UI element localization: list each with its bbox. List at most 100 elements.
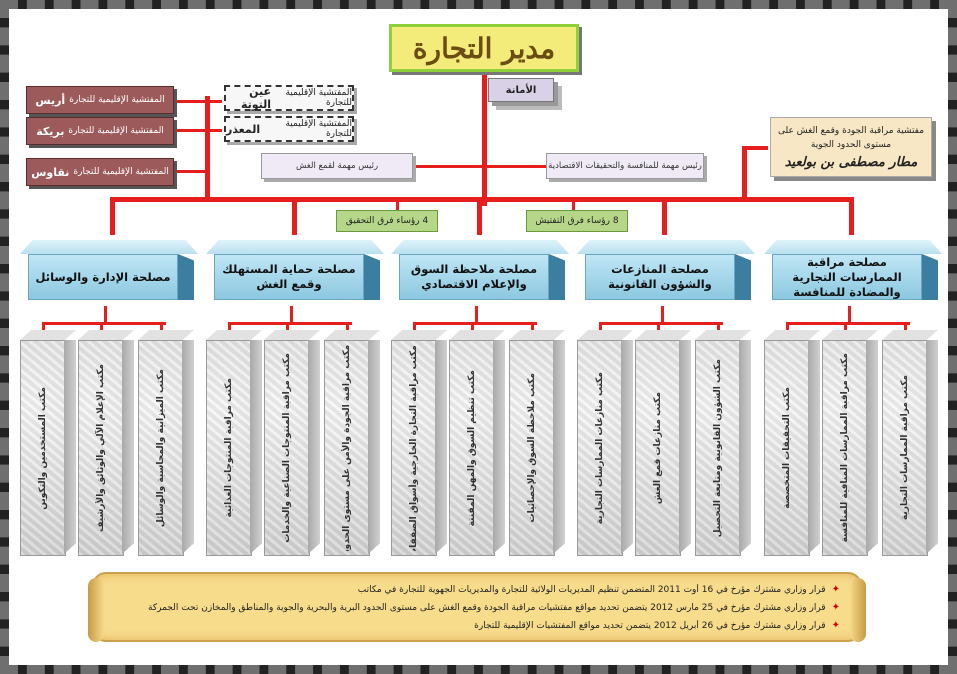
connector-representatives (414, 165, 546, 168)
office-label: مكتب الميزانية والمحاسبة والوسائل (155, 368, 166, 528)
connector-office-stem (290, 306, 293, 324)
secretariat-label: الأمانة (505, 84, 537, 96)
regional-name: عين التوتة (240, 85, 272, 111)
department-3: مصلحة ملاحظة السوق والإعلام الاقتصادي (391, 240, 569, 306)
frontier-inspection: مفتشية مراقبة الجودة وقمع الغش على مستوى… (770, 117, 932, 177)
connector-frontier-vertical (742, 148, 747, 200)
frontier-line2: مستوى الحدود الجوية (810, 140, 892, 150)
connector-dept-5 (849, 197, 854, 235)
connector-office-drop (413, 322, 416, 334)
department-title: مصلحة حماية المستهلك وقمع الغش (214, 254, 364, 300)
regional-inspection-dashed-2: المفتشية الإقليمية للتجارة المعذر (224, 116, 354, 142)
connector-regional-2 (176, 129, 222, 132)
connector-director-trunk (482, 72, 487, 206)
connector-dept-2 (292, 197, 297, 235)
connector-office-stem (475, 306, 478, 324)
office-label: مكتب تنظيم السوق والمهن المقننة (466, 369, 477, 527)
secretariat-box: الأمانة (488, 78, 554, 102)
star-icon: ✦ (831, 584, 840, 595)
connector-office-drop (599, 322, 602, 334)
office-label: مكتب ملاحظة السوق والإحصائيات (526, 373, 537, 523)
team-investigation: 4 رؤساء فرق التحقيق (336, 210, 438, 232)
connector-dept-1 (110, 197, 115, 235)
representative-fraud: رئيس مهمة لقمع الغش (261, 153, 413, 179)
office-label: مكتب منازعات قمع الغش (652, 391, 663, 505)
connector-office-drop (717, 322, 720, 334)
office-box: مكتب ملاحظة السوق والإحصائيات (509, 330, 565, 556)
connector-office-stem (104, 306, 107, 324)
note-2: ✦ قرار وزاري مشترك مؤرخ في 25 مارس 2012 ي… (120, 602, 840, 613)
notes-scroll: ✦ قرار وزاري مشترك مؤرخ في 16 أوت 2011 ال… (88, 572, 866, 642)
connector-office-drop (160, 322, 163, 334)
office-box: مكتب الشؤون القانونية ومتابعة التحصيل (695, 330, 751, 556)
regional-prefix: المفتشية الإقليمية للتجارة (68, 126, 164, 136)
office-label: مكتب الشؤون القانونية ومتابعة التحصيل (712, 358, 723, 538)
department-5: مصلحة الإدارة والوسائل (20, 240, 198, 306)
connector-main-bus (110, 197, 854, 202)
department-title: مصلحة الإدارة والوسائل (28, 254, 178, 300)
connector-office-stem (848, 306, 851, 324)
frontier-line1: مفتشية مراقبة الجودة وقمع الغش على (777, 126, 925, 136)
star-icon: ✦ (831, 602, 840, 613)
regional-prefix: المفتشية الإقليمية للتجارة (285, 88, 352, 108)
regional-prefix: المفتشية الإقليمية للتجارة (69, 95, 165, 105)
note-text: قرار وزاري مشترك مؤرخ في 25 مارس 2012 يت… (148, 603, 826, 613)
connector-office-drop (42, 322, 45, 334)
office-label: مكتب التحقيقات المتخصصة (781, 387, 792, 509)
regional-prefix: المفتشية الإقليمية للتجارة (285, 119, 352, 139)
department-2: مصلحة المنازعات والشؤون القانونية (577, 240, 755, 306)
department-title: مصلحة المنازعات والشؤون القانونية (585, 254, 735, 300)
director-box: مدير التجارة (389, 24, 579, 72)
connector-office-drop (100, 322, 103, 334)
connector-dept-4 (662, 197, 667, 235)
regional-name: المعذر (226, 122, 261, 136)
representative-label: رئيس مهمة للمنافسة والتحقيقات الاقتصادية (548, 161, 702, 171)
office-label: مكتب مراقبة الممارسات التجارية (899, 375, 910, 521)
note-text: قرار وزاري مشترك مؤرخ في 26 أبريل 2012 ي… (474, 621, 826, 631)
connector-office-stem (661, 306, 664, 324)
connector-frontier-horizontal (742, 146, 768, 150)
office-box: مكتب منازعات قمع الغش (635, 330, 691, 556)
office-box: مكتب مراقبة المنتوجات الغذائية (206, 330, 262, 556)
note-1: ✦ قرار وزاري مشترك مؤرخ في 16 أوت 2011 ال… (120, 584, 840, 595)
director-label: مدير التجارة (412, 31, 556, 65)
star-icon: ✦ (831, 620, 840, 631)
connector-office-drop (904, 322, 907, 334)
team-inspection: 8 رؤساء فرق التفتيش (526, 210, 628, 232)
frontier-name: مطار مصطفى بن بولعيد (784, 155, 918, 170)
regional-name: بريكة (36, 124, 65, 138)
office-label: مكتب منازعات الممارسات التجارية (594, 371, 605, 525)
department-4: مصلحة حماية المستهلك وقمع الغش (206, 240, 384, 306)
office-box: مكتب الإعلام الآلي والوثائق والأرشيف (78, 330, 134, 556)
connector-office-drop (531, 322, 534, 334)
connector-office-drop (471, 322, 474, 334)
office-box: مكتب مراقبة المنتوجات الصناعية والخدمات (264, 330, 320, 556)
office-box: مكتب مراقبة الجودة والأمن على مستوى الحد… (324, 330, 380, 556)
representative-label: رئيس مهمة لقمع الغش (295, 161, 379, 171)
connector-office-drop (657, 322, 660, 334)
team-label: 4 رؤساء فرق التحقيق (345, 216, 429, 226)
office-box: مكتب المستخدمين والتكوين (20, 330, 76, 556)
connector-office-drop (844, 322, 847, 334)
office-box: مكتب مراقبة الممارسات المنافية للمنافسة (822, 330, 878, 556)
office-label: مكتب مراقبة المنتوجات الصناعية والخدمات (281, 353, 292, 543)
office-box: مكتب التحقيقات المتخصصة (764, 330, 820, 556)
note-text: قرار وزاري مشترك مؤرخ في 16 أوت 2011 الم… (357, 585, 826, 595)
connector-regional-1 (176, 100, 222, 103)
connector-office-drop (346, 322, 349, 334)
connector-office-drop (286, 322, 289, 334)
office-label: مكتب مراقبة المنتوجات الغذائية (223, 378, 234, 518)
regional-prefix: المفتشية الإقليمية للتجارة (73, 167, 169, 177)
department-1: مصلحة مراقبة الممارسات التجارية والمضادة… (764, 240, 942, 306)
regional-inspection-dashed-1: المفتشية الإقليمية للتجارة عين التوتة (224, 85, 354, 111)
office-label: مكتب مراقبة التجارة الخارجية وأسواق الصف… (408, 345, 419, 551)
connector-office-drop (228, 322, 231, 334)
connector-team-inspection (572, 200, 575, 210)
office-label: مكتب المستخدمين والتكوين (37, 386, 48, 510)
regional-name: نقاوس (31, 165, 70, 179)
department-title: مصلحة مراقبة الممارسات التجارية والمضادة… (772, 254, 922, 300)
department-title: مصلحة ملاحظة السوق والإعلام الاقتصادي (399, 254, 549, 300)
